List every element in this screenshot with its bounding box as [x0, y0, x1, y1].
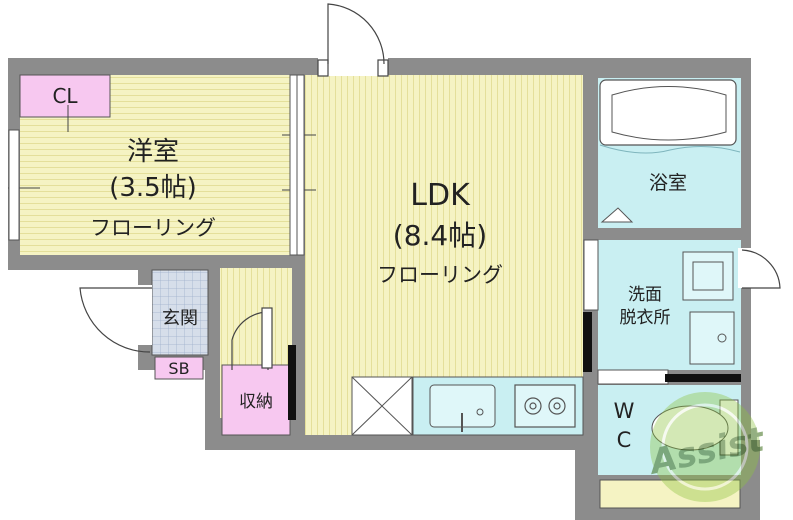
ldk-floor: [305, 75, 583, 435]
shoe-box-label: SB: [168, 359, 189, 378]
western-room-size: (3.5帖): [109, 173, 197, 203]
storage-area: [221, 364, 291, 436]
ldk-size: (8.4帖): [393, 219, 487, 252]
entrance-door: [79, 285, 152, 353]
storage-door: [231, 307, 273, 370]
assist-watermark-logo: Assist: [644, 392, 769, 502]
storage-label: 収納: [239, 392, 273, 412]
top-door-swing: [317, 3, 389, 77]
shoe-box: [154, 356, 204, 380]
wc-label-w: W: [614, 399, 635, 423]
washer-pan: [682, 251, 734, 301]
western-window: [8, 129, 20, 241]
ldk-floor-label: フローリング: [377, 263, 503, 287]
wc-label-c: C: [617, 428, 632, 452]
ldk-name: LDK: [410, 178, 471, 213]
entrance-floor: [151, 269, 209, 356]
washroom-label-1: 洗面: [628, 285, 662, 305]
stove: [514, 384, 576, 428]
vanity: [689, 311, 735, 365]
top-door-opening: [318, 58, 388, 76]
wc-window: [599, 479, 741, 509]
washroom-label-2: 脱衣所: [620, 308, 671, 328]
bath-label: 浴室: [649, 172, 687, 194]
entrance-label: 玄関: [162, 308, 198, 329]
closet-label: CL: [52, 84, 78, 108]
washroom-door: [738, 248, 781, 289]
toilet: [651, 399, 739, 456]
western-room-floor-label: フローリング: [90, 216, 216, 240]
western-room-name: 洋室: [127, 137, 179, 167]
closet-area: [19, 74, 111, 118]
